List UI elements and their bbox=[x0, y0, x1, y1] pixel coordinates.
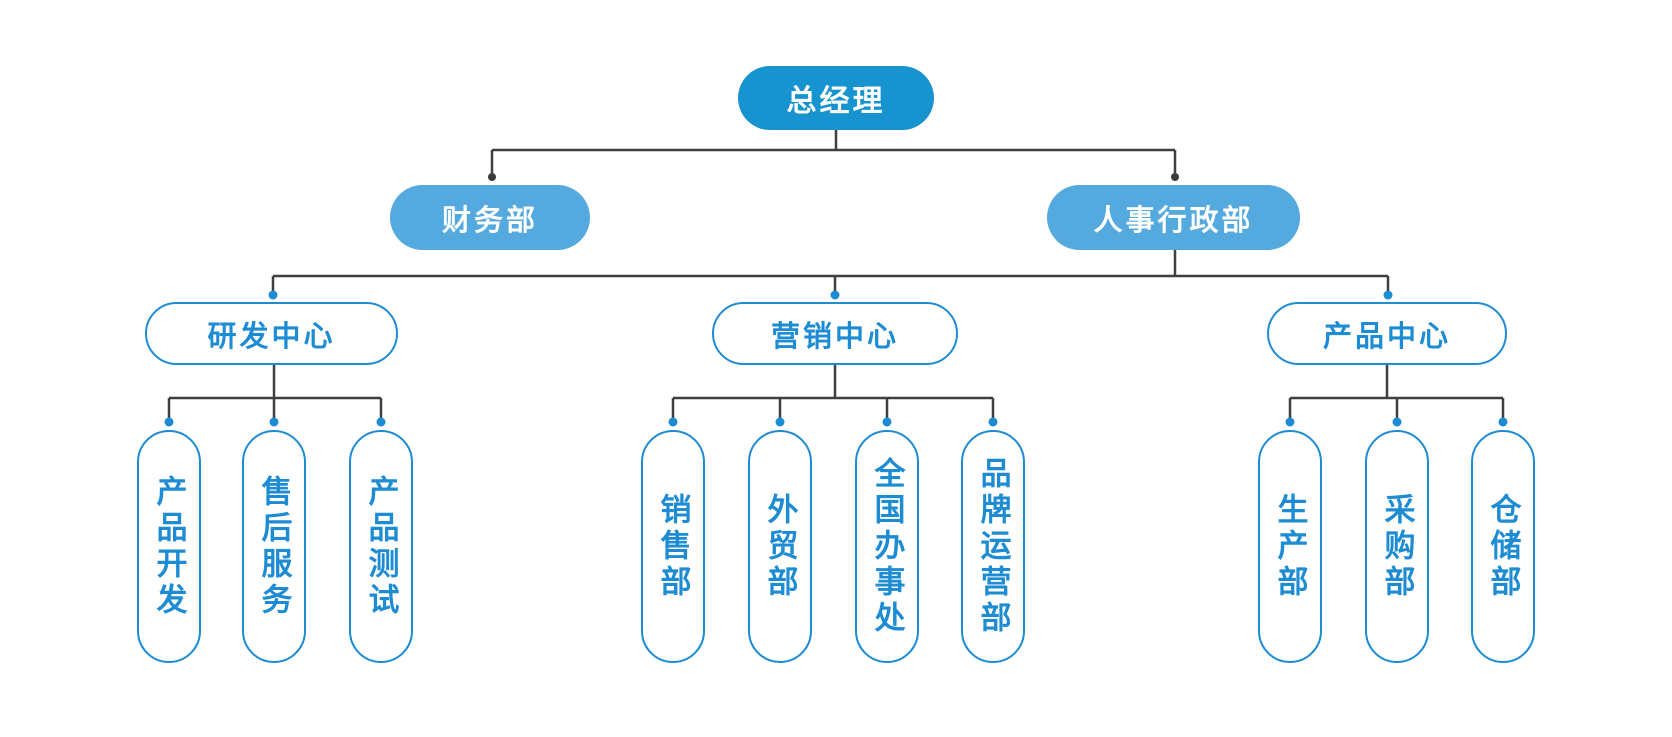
org-node-hr-admin-dept[interactable]: 人事行政部 bbox=[1047, 185, 1300, 250]
org-node-sales-dept-label: 销售部 bbox=[655, 492, 691, 601]
org-node-hr-admin-dept-label: 人事行政部 bbox=[1093, 204, 1254, 237]
junction-dot-rd-center bbox=[268, 290, 278, 300]
org-node-product-center[interactable]: 产品中心 bbox=[1267, 302, 1507, 365]
org-node-production-dept-label: 生产部 bbox=[1272, 492, 1308, 601]
org-node-sales-dept[interactable]: 销售部 bbox=[641, 430, 705, 663]
org-node-product-center-label: 产品中心 bbox=[1322, 320, 1451, 353]
junction-dot-product-test bbox=[376, 417, 386, 427]
org-node-product-testing[interactable]: 产品测试 bbox=[349, 430, 413, 663]
org-node-rd-center-label: 研发中心 bbox=[207, 320, 336, 353]
org-node-rd-center[interactable]: 研发中心 bbox=[145, 302, 398, 365]
junction-dot-hr bbox=[1171, 173, 1179, 181]
connector-marketing-to-children bbox=[671, 365, 995, 418]
junction-dot-product-center bbox=[1383, 290, 1393, 300]
junction-dot-product-dev bbox=[164, 417, 174, 427]
junction-dot-finance bbox=[488, 173, 496, 181]
connector-product-to-children bbox=[1288, 365, 1505, 418]
org-node-finance-dept-label: 财务部 bbox=[441, 204, 538, 237]
org-node-aftersales-service-label: 售后服务 bbox=[256, 474, 292, 619]
connector-root-to-level2 bbox=[490, 130, 1177, 173]
junction-dot-sales bbox=[668, 417, 678, 427]
org-node-warehouse-dept[interactable]: 仓储部 bbox=[1471, 430, 1535, 663]
org-node-warehouse-dept-label: 仓储部 bbox=[1485, 492, 1521, 601]
org-node-production-dept[interactable]: 生产部 bbox=[1258, 430, 1322, 663]
org-node-brand-operations-dept[interactable]: 品牌运营部 bbox=[961, 430, 1025, 663]
junction-dot-national-offices bbox=[882, 417, 892, 427]
org-node-purchasing-dept-label: 采购部 bbox=[1379, 492, 1415, 601]
org-node-general-manager[interactable]: 总经理 bbox=[738, 66, 934, 130]
org-node-foreign-trade-dept[interactable]: 外贸部 bbox=[748, 430, 812, 663]
org-node-product-development[interactable]: 产品开发 bbox=[137, 430, 201, 663]
junction-dot-production bbox=[1285, 417, 1295, 427]
org-node-product-testing-label: 产品测试 bbox=[363, 474, 399, 619]
connector-hr-to-level3 bbox=[271, 250, 1390, 291]
connector-rd-to-children bbox=[167, 365, 383, 418]
org-node-purchasing-dept[interactable]: 采购部 bbox=[1365, 430, 1429, 663]
junction-dot-aftersales bbox=[269, 417, 279, 427]
org-node-brand-operations-dept-label: 品牌运营部 bbox=[975, 456, 1011, 637]
junction-dot-brand-ops bbox=[988, 417, 998, 427]
org-node-national-offices-label: 全国办事处 bbox=[869, 456, 905, 637]
org-node-marketing-center-label: 营销中心 bbox=[770, 320, 899, 353]
junction-dot-warehouse bbox=[1498, 417, 1508, 427]
org-node-national-offices[interactable]: 全国办事处 bbox=[855, 430, 919, 663]
org-node-product-development-label: 产品开发 bbox=[151, 474, 187, 619]
org-node-marketing-center[interactable]: 营销中心 bbox=[712, 302, 958, 365]
org-node-foreign-trade-dept-label: 外贸部 bbox=[762, 492, 798, 601]
junction-dot-purchasing bbox=[1392, 417, 1402, 427]
org-node-aftersales-service[interactable]: 售后服务 bbox=[242, 430, 306, 663]
org-node-general-manager-label: 总经理 bbox=[786, 85, 886, 118]
org-node-finance-dept[interactable]: 财务部 bbox=[390, 185, 590, 250]
junction-dot-marketing-center bbox=[830, 290, 840, 300]
junction-dot-foreign-trade bbox=[775, 417, 785, 427]
